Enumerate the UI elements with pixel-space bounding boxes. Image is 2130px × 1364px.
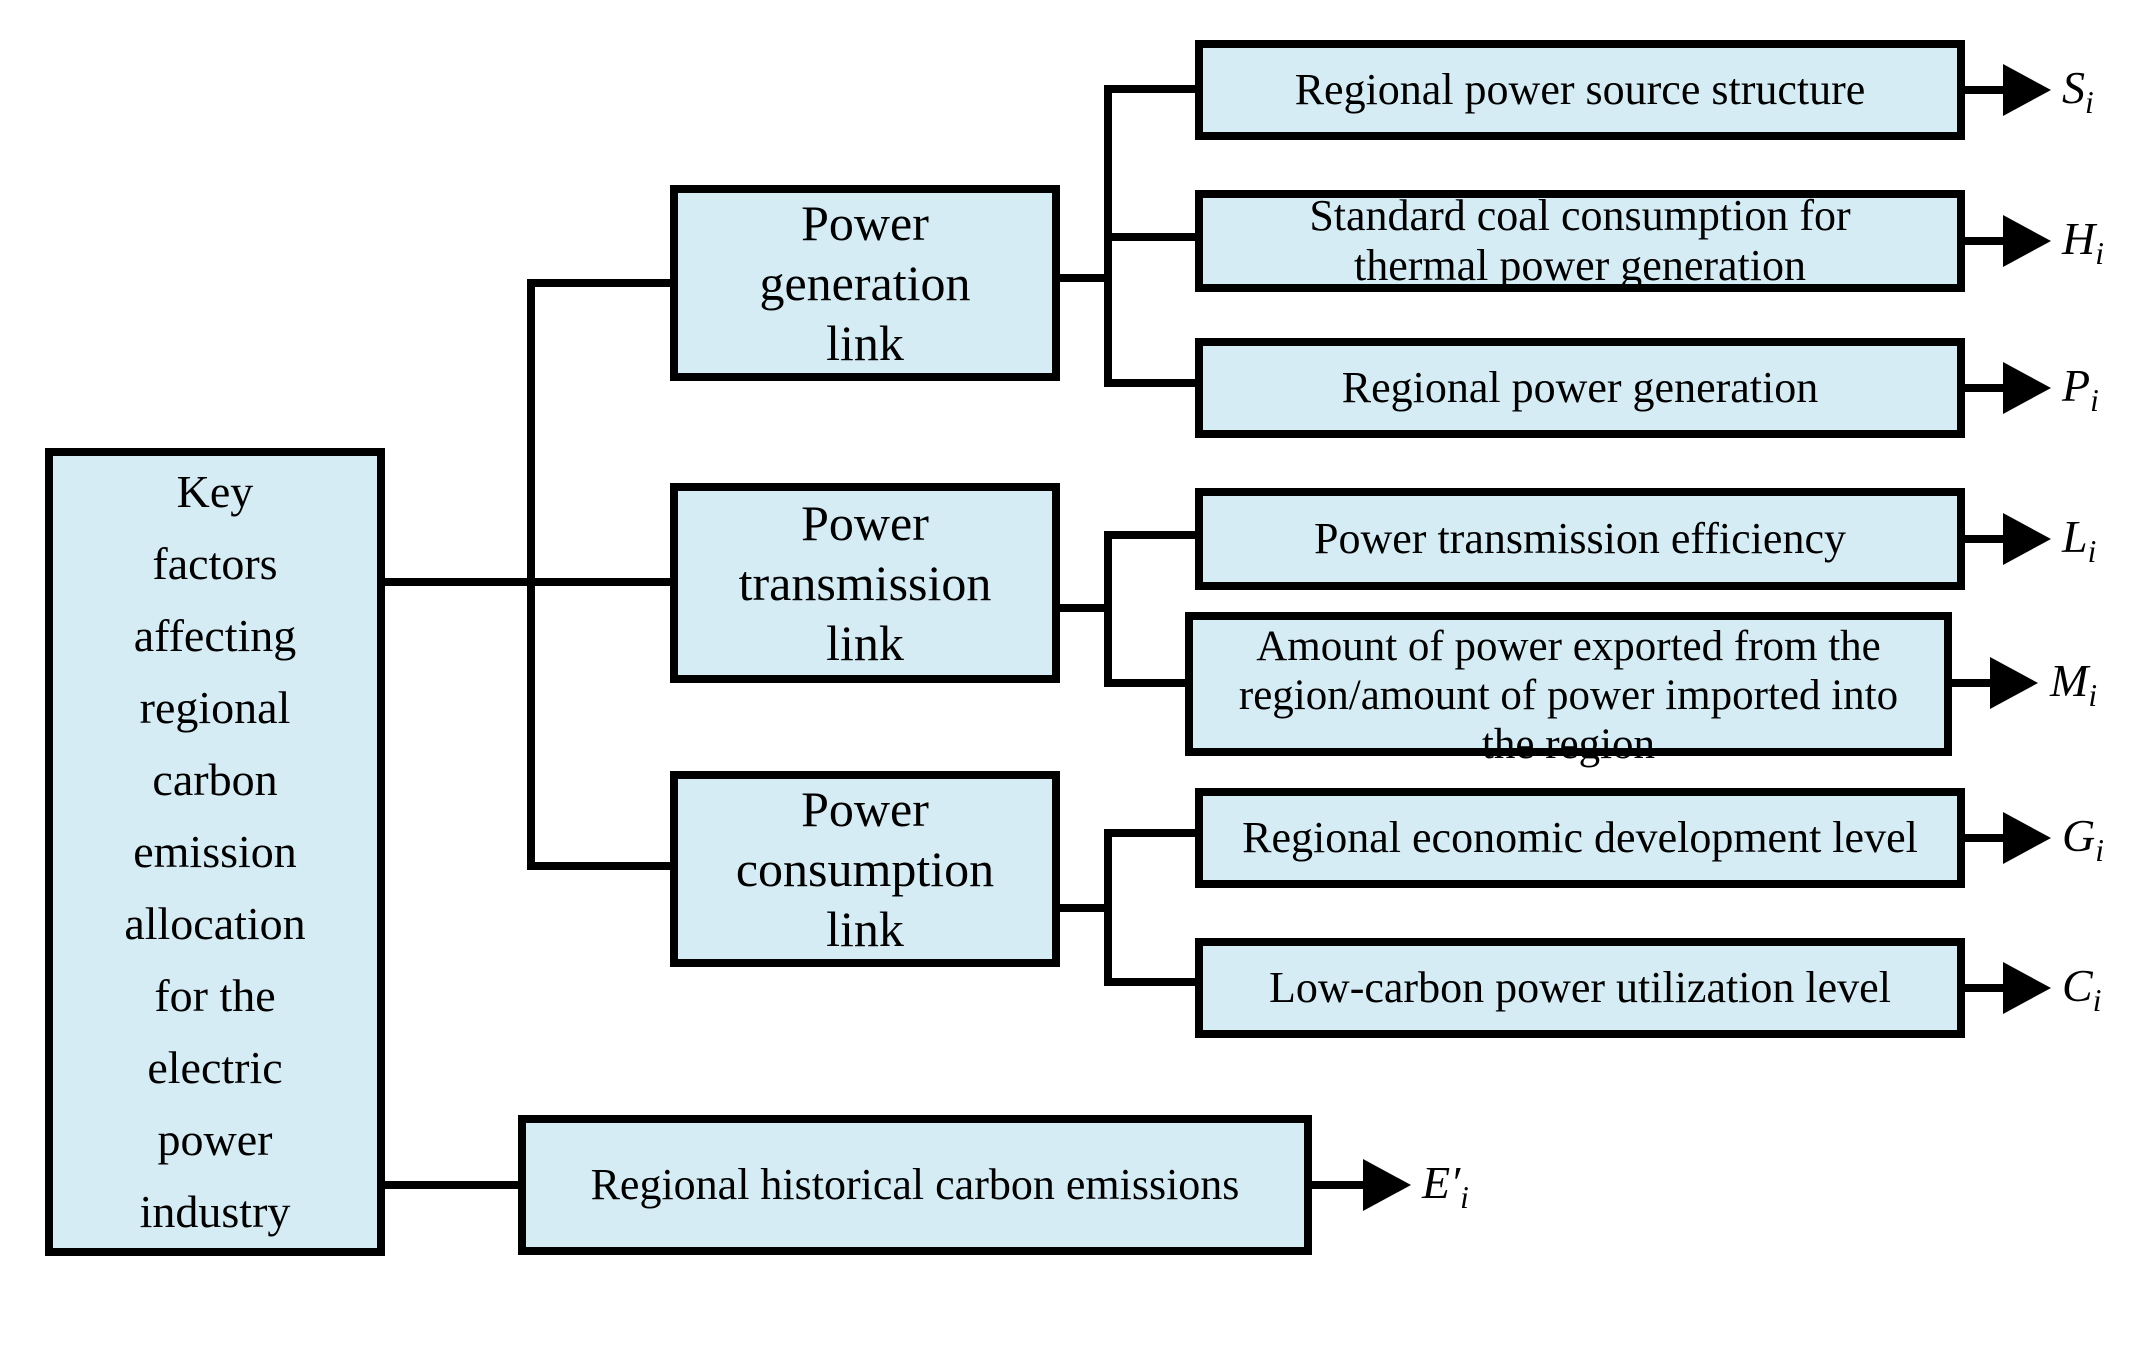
link-box-power-generation: Power generation link	[670, 185, 1060, 381]
connector-transmission-feeder	[1056, 604, 1112, 612]
arrow-line-s	[1963, 86, 2005, 94]
connector-stub-economic-development	[1104, 829, 1199, 837]
arrow-line-h	[1963, 237, 2005, 245]
arrowhead-icon	[2003, 812, 2051, 864]
link-box-label: Power transmission link	[738, 495, 992, 671]
symbol-label-m: Mi	[2050, 655, 2098, 714]
symbol-label-h: Hi	[2062, 213, 2104, 272]
connector-trunk-to-generation	[527, 279, 674, 287]
connector-generation-feeder	[1056, 274, 1112, 282]
symbol-label-l: Li	[2062, 511, 2097, 570]
root-box-label: Key factors affecting regional carbon em…	[124, 466, 306, 1237]
connector-stub-low-carbon-utilization	[1104, 978, 1199, 986]
connector-stub-coal-consumption	[1104, 233, 1199, 241]
connector-transmission-bracket	[1104, 531, 1112, 687]
link-box-label: Power generation link	[759, 195, 971, 371]
connector-trunk-vertical	[527, 279, 535, 870]
arrow-line-m	[1950, 679, 1992, 687]
arrowhead-icon	[2003, 362, 2051, 414]
link-box-power-consumption: Power consumption link	[670, 771, 1060, 967]
connector-stub-exported-imported	[1104, 679, 1189, 687]
arrowhead-icon	[2003, 513, 2051, 565]
connector-root-to-transmission	[381, 578, 670, 586]
link-box-power-transmission: Power transmission link	[670, 483, 1060, 683]
factor-box-label: Regional power source structure	[1294, 65, 1866, 114]
link-box-label: Power consumption link	[735, 781, 995, 957]
arrow-line-p	[1963, 384, 2005, 392]
connector-consumption-feeder	[1056, 904, 1112, 912]
factor-box-power-transmission-efficiency: Power transmission efficiency	[1195, 488, 1965, 590]
symbol-label-e: E′i	[1422, 1157, 1469, 1216]
factor-box-regional-economic-development-level: Regional economic development level	[1195, 788, 1965, 888]
factor-box-label: Amount of power exported from the region…	[1238, 623, 1899, 768]
factor-box-low-carbon-power-utilization-level: Low-carbon power utilization level	[1195, 938, 1965, 1038]
arrowhead-icon	[1990, 657, 2038, 709]
arrowhead-icon	[2003, 215, 2051, 267]
symbol-label-s: Si	[2062, 62, 2094, 121]
factor-box-label: Power transmission efficiency	[1314, 514, 1846, 563]
connector-stub-source-structure	[1104, 85, 1199, 93]
connector-root-to-historical	[381, 1181, 522, 1189]
root-box: Key factors affecting regional carbon em…	[45, 448, 385, 1256]
arrowhead-icon	[1363, 1159, 1411, 1211]
factor-box-label: Standard coal consumption for thermal po…	[1309, 191, 1851, 290]
factor-box-regional-power-generation: Regional power generation	[1195, 338, 1965, 438]
symbol-label-c: Ci	[2062, 960, 2102, 1019]
factor-box-label: Regional economic development level	[1242, 813, 1918, 862]
arrow-line-l	[1963, 535, 2005, 543]
connector-trunk-to-consumption	[527, 862, 674, 870]
factor-box-label: Regional historical carbon emissions	[590, 1160, 1240, 1209]
connector-stub-power-generation	[1104, 379, 1199, 387]
factor-box-label: Low-carbon power utilization level	[1269, 963, 1891, 1012]
arrow-line-c	[1963, 984, 2005, 992]
arrow-line-g	[1963, 834, 2005, 842]
connector-consumption-bracket	[1104, 829, 1112, 986]
connector-stub-transmission-efficiency	[1104, 531, 1199, 539]
factor-box-power-exported-imported: Amount of power exported from the region…	[1185, 612, 1952, 768]
factor-box-regional-historical-carbon-emissions: Regional historical carbon emissions	[518, 1115, 1312, 1255]
arrowhead-icon	[2003, 962, 2051, 1014]
arrowhead-icon	[2003, 64, 2051, 116]
arrow-line-e	[1310, 1181, 1365, 1189]
symbol-label-g: Gi	[2062, 810, 2104, 869]
factor-box-standard-coal-consumption: Standard coal consumption for thermal po…	[1195, 190, 1965, 292]
factor-box-label: Regional power generation	[1341, 363, 1819, 412]
factor-box-regional-power-source-structure: Regional power source structure	[1195, 40, 1965, 140]
symbol-label-p: Pi	[2062, 360, 2099, 419]
